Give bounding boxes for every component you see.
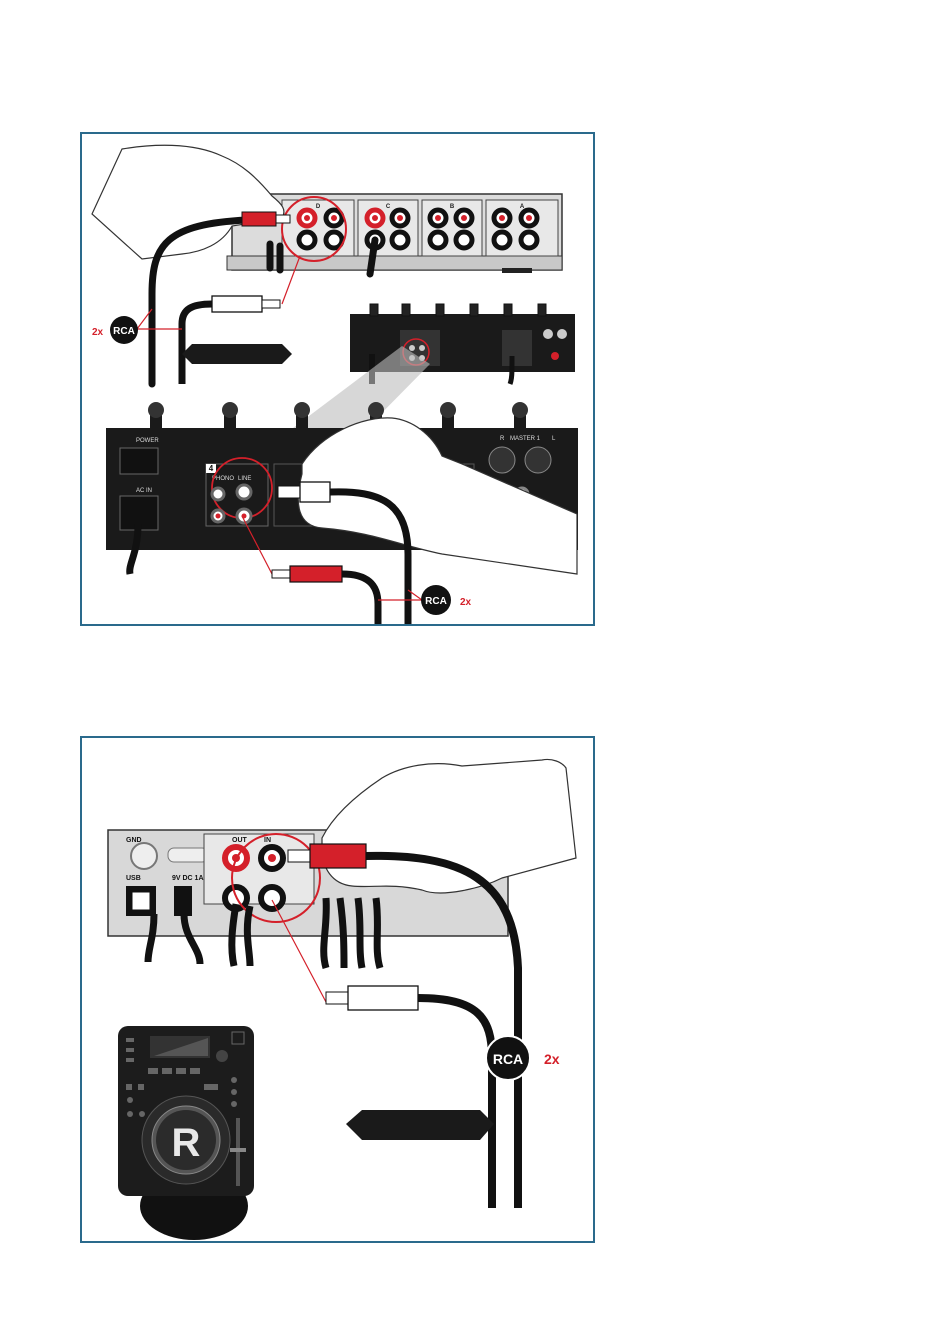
- rca-badge-bottom-count: 2x: [460, 597, 472, 608]
- rca-badge-left: RCA 2x: [92, 309, 182, 344]
- rca-badge-text-bottom: RCA: [493, 1051, 523, 1067]
- rca-badge-bottom-text: RCA: [425, 596, 447, 607]
- master-r: R: [500, 436, 505, 442]
- rca-badge-bottom-panel: RCA 2x: [486, 1036, 560, 1080]
- power-label-bottom: 9V DC 1A: [172, 875, 204, 882]
- channel-label-b: B: [450, 204, 455, 210]
- channel-block-c: C: [358, 200, 418, 256]
- signal-arrow-top: [182, 344, 292, 364]
- master-label: MASTER 1: [510, 436, 541, 442]
- rca-badge-left-count: 2x: [92, 327, 104, 338]
- rca-badge-bottom: RCA 2x: [378, 585, 472, 615]
- rca-plug-white-mid: [182, 256, 300, 384]
- line-label: LINE: [238, 476, 251, 482]
- hand-bottom: [322, 759, 576, 892]
- channel-label-d: D: [316, 204, 321, 210]
- bottom-diagram-svg: GND USB 9V DC 1A OUT IN: [82, 738, 595, 1243]
- out-label: OUT: [232, 837, 248, 844]
- rca-badge-count-bottom: 2x: [544, 1051, 560, 1067]
- top-diagram-svg: D C B A: [82, 134, 595, 626]
- top-diagram-panel: D C B A: [80, 132, 595, 626]
- channel-label-c: C: [386, 204, 391, 210]
- rca-plug-white-bottom-panel: [272, 900, 492, 1208]
- rca-badge-left-text: RCA: [113, 326, 135, 337]
- phono-label: PHONO: [212, 476, 234, 482]
- bottom-diagram-panel: GND USB 9V DC 1A OUT IN: [80, 736, 595, 1243]
- cd-player: R: [118, 1026, 254, 1240]
- channel-block-d: D: [282, 200, 354, 256]
- acin-label: AC IN: [136, 488, 152, 494]
- in-label: IN: [264, 837, 271, 844]
- signal-arrow-bottom: [346, 1110, 494, 1140]
- cd-player-letter: R: [172, 1121, 201, 1165]
- usb-label: USB: [126, 875, 141, 882]
- channel-number: 4: [209, 464, 214, 473]
- power-label: POWER: [136, 438, 159, 444]
